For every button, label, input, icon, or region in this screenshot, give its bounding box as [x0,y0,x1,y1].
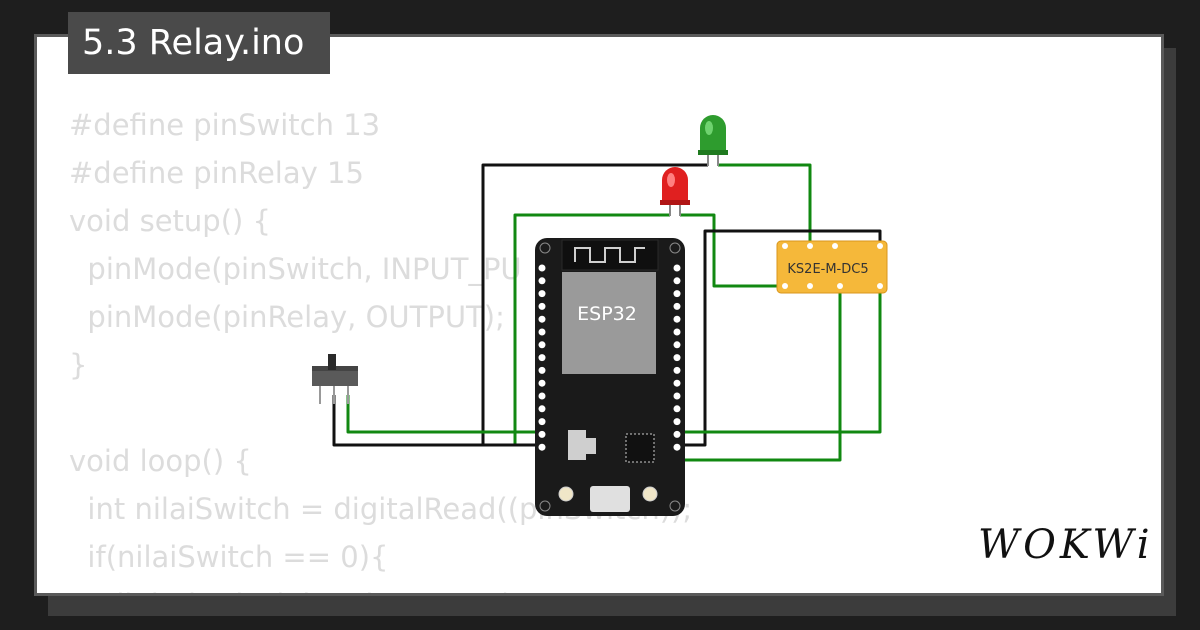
header-pin [673,366,681,374]
header-pin [673,302,681,310]
project-title: 5.3 Relay.ino [68,12,330,74]
header-pin [538,302,546,310]
header-pin [538,366,546,374]
led-red[interactable] [660,167,690,216]
slide-switch[interactable] [312,354,358,404]
wire-red-led-relay [680,213,780,288]
header-pin [538,430,546,438]
header-pin [538,328,546,336]
header-pin [673,418,681,426]
code-line: void loop() { [69,444,252,478]
brand-logo: WOKWi [978,522,1154,568]
wire-green-3v3-relay [680,286,842,462]
code-line: } [69,348,88,382]
wire-green-switch [346,395,540,434]
relay-label: KS2E-M-DC5 [787,262,868,277]
wire-black-switch [332,395,540,447]
header-pin [538,418,546,426]
header-pin [538,443,546,451]
code-line: #define pinRelay 15 [69,156,364,190]
header-pin [538,405,546,413]
code-line: digitalWrite(pinRelay, HIGH); [69,588,523,593]
header-pin [538,354,546,362]
pin-header-right [673,264,681,451]
header-pin [673,328,681,336]
wire-green-d15-relay [680,286,882,434]
pin-header-left [538,264,546,451]
header-pin [673,264,681,272]
relay-module[interactable]: KS2E-M-DC5 [776,240,888,294]
wires [332,163,882,462]
header-pin [538,264,546,272]
code-line: #define pinSwitch 13 [69,108,381,142]
code-line: if(nilaiSwitch == 0){ [69,540,389,574]
header-pin [673,277,681,285]
header-pin [673,443,681,451]
led-green[interactable] [698,115,728,166]
header-pin [538,392,546,400]
header-pin [538,315,546,323]
esp32-board[interactable]: ESP32 [535,238,685,516]
header-pin [538,277,546,285]
header-pin [673,430,681,438]
code-line: pinMode(pinSwitch, INPUT_PU [69,252,522,286]
header-pin [673,405,681,413]
wire-black-gnd-relay [680,229,882,447]
header-pin [673,290,681,298]
header-pin [538,290,546,298]
header-pin [673,341,681,349]
header-pin [673,392,681,400]
header-pin [538,341,546,349]
header-pin [673,315,681,323]
board-label: ESP32 [577,303,637,325]
wire-green-led-relay [718,163,812,243]
header-pin [673,379,681,387]
header-pin [673,354,681,362]
code-line: void setup() { [69,204,271,238]
header-pin [538,379,546,387]
